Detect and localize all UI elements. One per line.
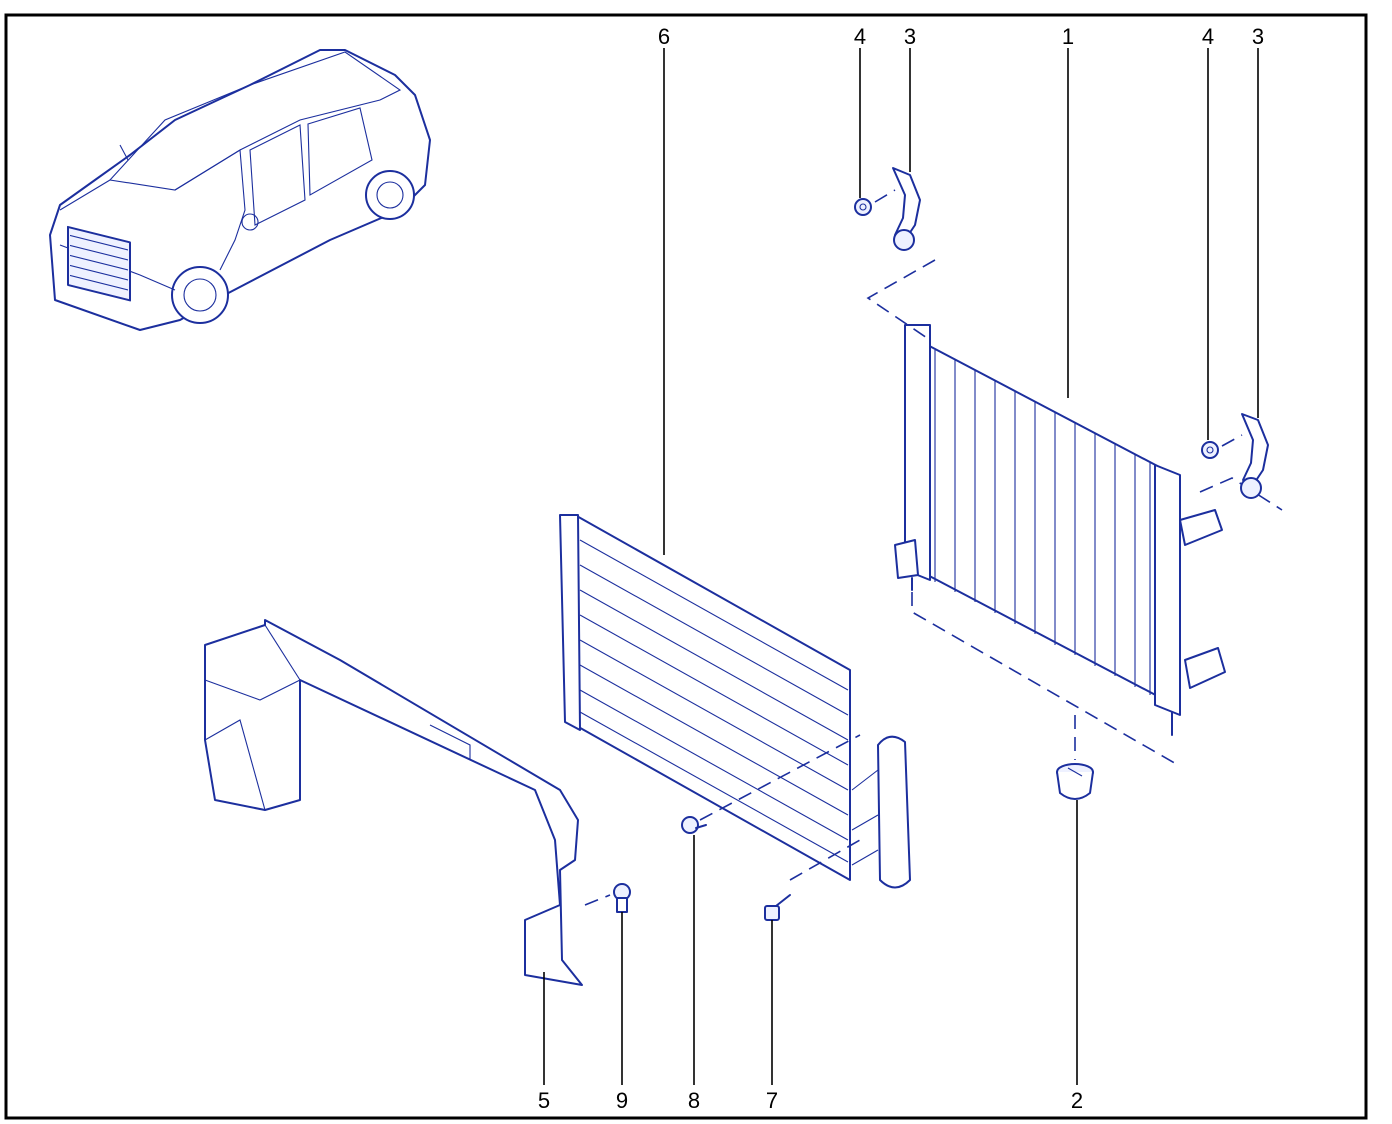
radiator-bottom-guide bbox=[911, 592, 1179, 766]
callout-1: 1 bbox=[1062, 24, 1074, 49]
radiator bbox=[894, 324, 1226, 736]
callout-5: 5 bbox=[538, 1088, 550, 1113]
condenser-screw-guide-upper bbox=[699, 734, 861, 821]
right-bracket bbox=[1221, 413, 1269, 499]
callout-4-upper: 4 bbox=[854, 24, 866, 49]
deflector-clip bbox=[613, 883, 631, 913]
callout-9: 9 bbox=[616, 1088, 628, 1113]
radiator-top-guide bbox=[866, 259, 936, 341]
condenser-screw-upper bbox=[681, 816, 707, 834]
callout-labels: 6 4 3 1 4 3 5 9 8 7 2 bbox=[538, 24, 1264, 1113]
radiator-core-fins bbox=[934, 350, 1151, 695]
condenser-core-fins bbox=[579, 539, 849, 863]
condenser-bolt-lower bbox=[764, 894, 791, 921]
callout-3-right: 3 bbox=[1252, 24, 1264, 49]
right-nut bbox=[1201, 441, 1219, 459]
callout-6: 6 bbox=[658, 24, 670, 49]
leader-lines bbox=[543, 48, 1259, 1085]
right-bracket-guide bbox=[1199, 477, 1283, 511]
deflector-clip-guide bbox=[584, 894, 611, 906]
air-deflector bbox=[204, 619, 583, 986]
callout-4-right: 4 bbox=[1202, 24, 1214, 49]
front-grille-highlight bbox=[70, 234, 128, 291]
callout-8: 8 bbox=[688, 1088, 700, 1113]
condenser-screw-guide-lower bbox=[789, 839, 861, 881]
diagram-border bbox=[4, 13, 1368, 1120]
callout-3-upper: 3 bbox=[904, 24, 916, 49]
upper-left-bracket bbox=[874, 167, 921, 251]
callout-2: 2 bbox=[1071, 1088, 1083, 1113]
radiator-rubber-mount bbox=[1056, 763, 1094, 800]
callout-7: 7 bbox=[766, 1088, 778, 1113]
vehicle-location-illustration bbox=[49, 49, 431, 331]
upper-left-nut bbox=[854, 198, 872, 216]
ac-condenser bbox=[559, 514, 911, 889]
